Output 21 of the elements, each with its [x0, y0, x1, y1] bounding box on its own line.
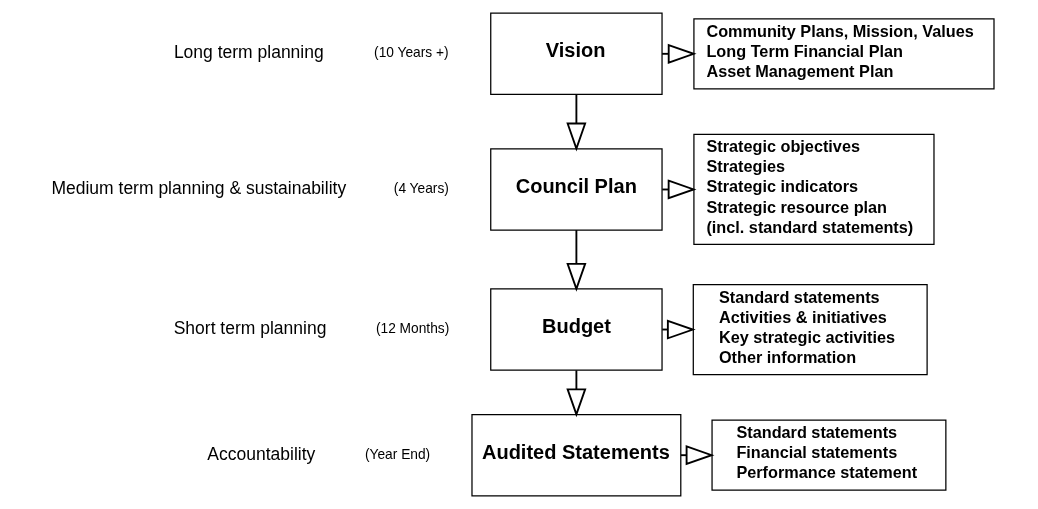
node-box: Budget — [489, 288, 663, 371]
node-box: Community Plans, Mission, Values Long Term Financial Plan Asset Management Plan — [692, 18, 995, 90]
node-box: Strategic objectives Strategies Strategic indicators Strategic resource plan (incl. standard statements) — [692, 133, 935, 246]
label: (Year End) — [364, 446, 430, 462]
node-box: Audited Statements — [470, 413, 681, 497]
label: (4 Years) — [393, 180, 449, 196]
arrow — [565, 369, 586, 418]
arrow — [565, 93, 586, 152]
arrow — [660, 43, 697, 64]
label: Short term planning — [173, 318, 326, 339]
label: (12 Months) — [375, 321, 449, 337]
label: Accountability — [206, 443, 315, 464]
label: (10 Years +) — [373, 45, 449, 61]
label: Medium term planning & sustainability — [50, 178, 346, 199]
node-box: Council Plan — [489, 148, 663, 231]
node-box: Vision — [489, 12, 663, 96]
label: Long term planning — [173, 42, 324, 63]
arrow — [565, 229, 586, 292]
node-box: Standard statements Activities & initiatives Key strategic activities Other information — [692, 283, 928, 376]
node-box: Standard statements Financial statements Performance statement — [710, 419, 946, 491]
arrow — [679, 445, 714, 466]
